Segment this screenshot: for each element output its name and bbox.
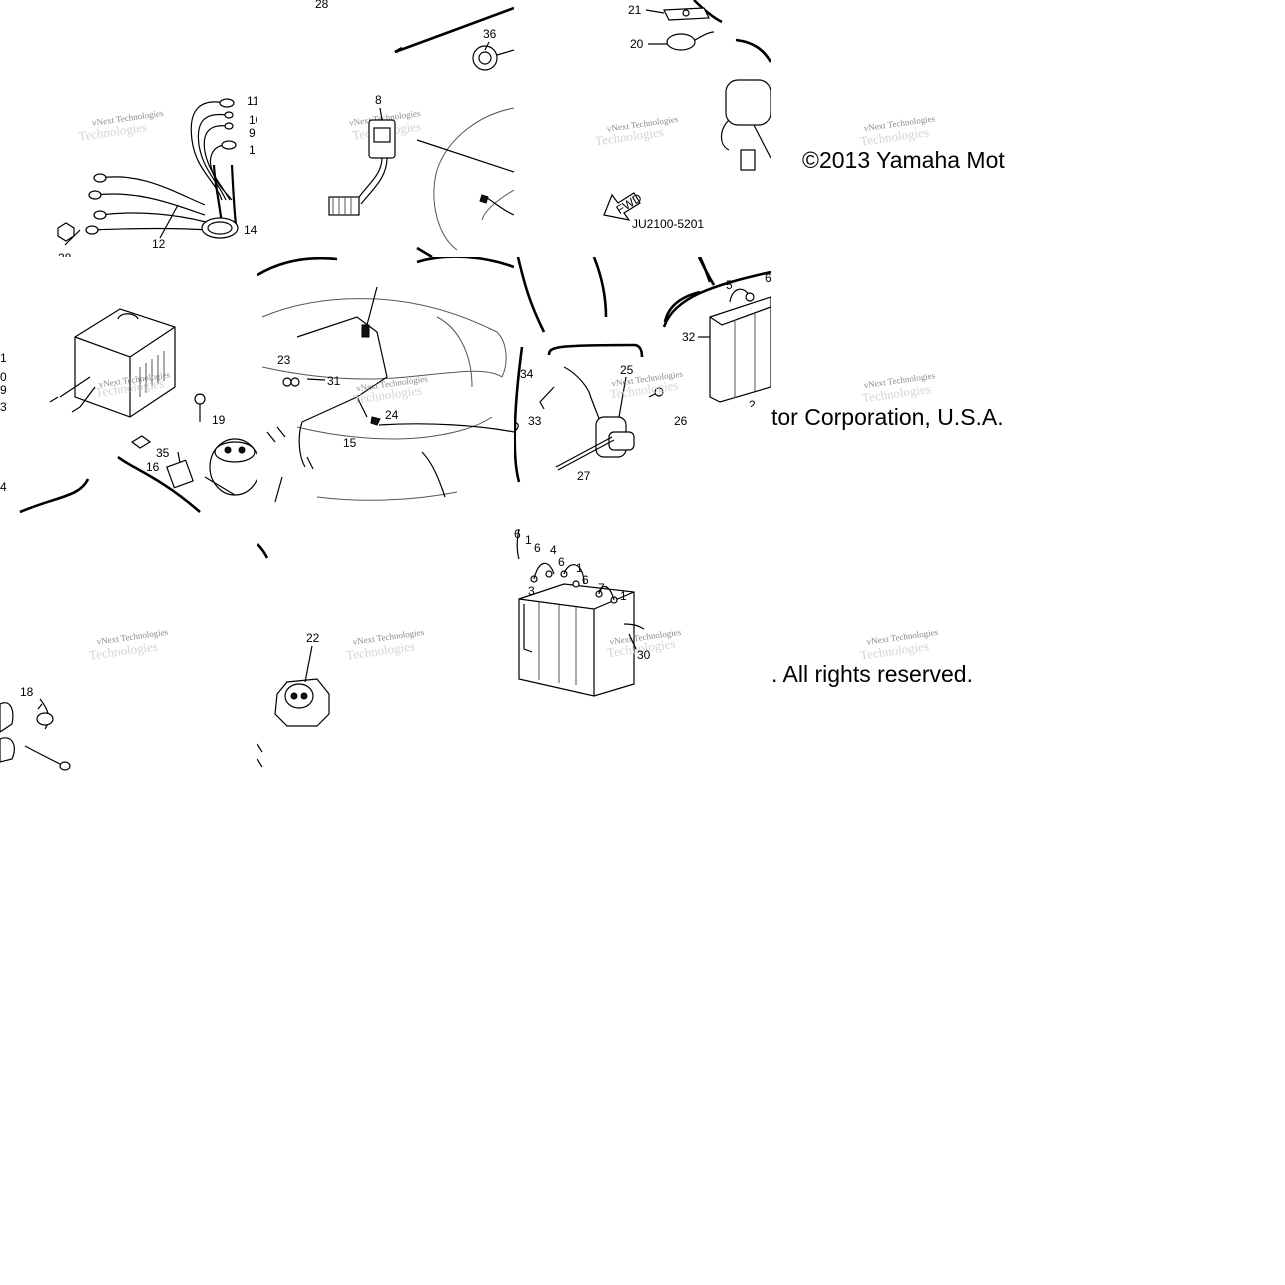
svg-text:FWD: FWD: [614, 190, 645, 217]
tile-harness: Technologies vNext Technologies: [0, 0, 257, 257]
svg-text:1: 1: [0, 351, 7, 365]
svg-text:18: 18: [20, 685, 34, 699]
callouts: 11 10 9 1 12 14 28: [58, 94, 257, 257]
copyright-line-2: tor Corporation, U.S.A.: [771, 404, 1004, 430]
svg-text:5: 5: [726, 278, 733, 292]
charger-box: [49, 308, 176, 418]
svg-text:27: 27: [577, 469, 591, 483]
svg-text:16: 16: [146, 460, 160, 474]
body-outline: [416, 107, 514, 257]
svg-text:6: 6: [534, 541, 541, 555]
watermark: Technologies vNext Technologies: [345, 627, 425, 663]
svg-text:11: 11: [247, 94, 257, 108]
tile-copyright-2: Technologies vNext Technologies tor Corp…: [771, 257, 1028, 514]
svg-text:10: 10: [249, 113, 257, 127]
svg-text:3: 3: [528, 584, 535, 598]
tile-throttle: 25 26 Technologies vNext Technologies 27…: [514, 257, 771, 514]
svg-text:1: 1: [249, 143, 256, 157]
svg-text:12: 12: [152, 237, 166, 251]
toggle-switch: 35 16: [130, 435, 194, 489]
watermark: Technologies vNext Technologies: [77, 108, 164, 144]
tile-battery-top: 5 6 32 2: [660, 257, 771, 407]
svg-text:4: 4: [0, 480, 7, 494]
motor-cap: 22: [257, 631, 330, 768]
svg-text:6: 6: [558, 555, 565, 569]
watermark: Technologies vNext Technologies: [352, 373, 428, 406]
callouts: 6 1 6 4 6 1 6 7 3 1 30: [514, 527, 651, 662]
svg-text:36: 36: [483, 27, 497, 41]
motor-part: 19: [194, 393, 257, 496]
svg-text:22: 22: [306, 631, 320, 645]
key-switch: [720, 79, 771, 171]
svg-text:2: 2: [749, 398, 756, 407]
watermark: Technologies vNext Technologies: [609, 369, 684, 402]
svg-text:28: 28: [58, 251, 72, 257]
svg-text:6: 6: [514, 527, 521, 541]
svg-text:4: 4: [550, 543, 557, 557]
tile-motor-cap: Technologies vNext Technologies 22: [257, 514, 514, 771]
fwd-arrow: FWD: [603, 190, 645, 221]
tile-copyright-3: Technologies vNext Technologies . All ri…: [771, 514, 1028, 771]
tile-copyright-1: Technologies vNext Technologies ©2013 Ya…: [771, 0, 1028, 257]
svg-text:26: 26: [674, 414, 688, 428]
svg-text:31: 31: [327, 374, 341, 388]
callouts: 23 31 24 15 17 29: [277, 353, 399, 450]
battery-bank: [516, 528, 645, 697]
svg-text:8: 8: [375, 93, 382, 107]
svg-text:9: 9: [249, 126, 256, 140]
drawing-code: JU2100-5201: [632, 217, 704, 231]
svg-text:0: 0: [0, 370, 7, 384]
svg-text:19: 19: [212, 413, 226, 427]
tile-keyswitch: 21 20 Technologies vNext Technologies: [514, 0, 771, 257]
tile-charger: Technologies vNext Technologies 1 0 9 3 …: [0, 257, 257, 514]
svg-text:33: 33: [528, 414, 542, 428]
relay-switch: 8: [328, 93, 396, 216]
svg-text:6: 6: [765, 271, 771, 285]
svg-text:9: 9: [0, 383, 7, 397]
svg-text:34: 34: [520, 367, 534, 381]
svg-text:20: 20: [630, 37, 644, 51]
svg-text:14: 14: [244, 223, 257, 237]
svg-text:24: 24: [385, 408, 399, 422]
wire-harness: [57, 98, 239, 246]
switch-part: 20: [630, 31, 715, 51]
svg-text:30: 30: [637, 648, 651, 662]
horn-part: 36: [472, 27, 514, 71]
watermark: Technologies vNext Technologies: [859, 627, 939, 663]
svg-text:15: 15: [343, 436, 357, 450]
sensor-part: 18: [0, 685, 71, 771]
bracket-part: 21: [628, 3, 710, 21]
svg-text:32: 32: [682, 330, 696, 344]
svg-text:7: 7: [598, 581, 605, 595]
cable-tie: 27 34 33: [520, 367, 615, 483]
svg-text:3: 3: [0, 400, 7, 414]
watermark: Technologies vNext Technologies: [861, 370, 936, 405]
watermark: Technologies vNext Technologies: [594, 114, 679, 149]
tile-batteries: Technologies vNext Technologies 6 1 6 4 …: [514, 514, 771, 771]
svg-text:35: 35: [156, 446, 170, 460]
watermark: Technologies vNext Technologies: [88, 627, 169, 663]
tile-cart-body: Technologies vNext Technologies 23 31 24…: [257, 257, 514, 514]
svg-text:23: 23: [277, 353, 291, 367]
copyright-line-3: . All rights reserved.: [771, 661, 973, 687]
svg-text:21: 21: [628, 3, 642, 17]
svg-text:25: 25: [620, 363, 634, 377]
tile-switch: 28 36 Technologies vNext Technologies: [257, 0, 514, 257]
throttle-switch: 25 26: [563, 363, 688, 458]
svg-text:1: 1: [525, 533, 532, 547]
svg-text:1: 1: [576, 561, 583, 575]
tile-sensor: Technologies vNext Technologies 18: [0, 514, 257, 771]
svg-text:6: 6: [582, 573, 589, 587]
svg-text:1: 1: [620, 589, 627, 603]
svg-text:28: 28: [315, 0, 329, 11]
callouts-left: 1 0 9 3 4: [0, 351, 7, 494]
watermark: Technologies vNext Technologies: [859, 113, 936, 148]
copyright-line-1: ©2013 Yamaha Mot: [802, 147, 1005, 173]
wiring-route: [266, 286, 388, 470]
